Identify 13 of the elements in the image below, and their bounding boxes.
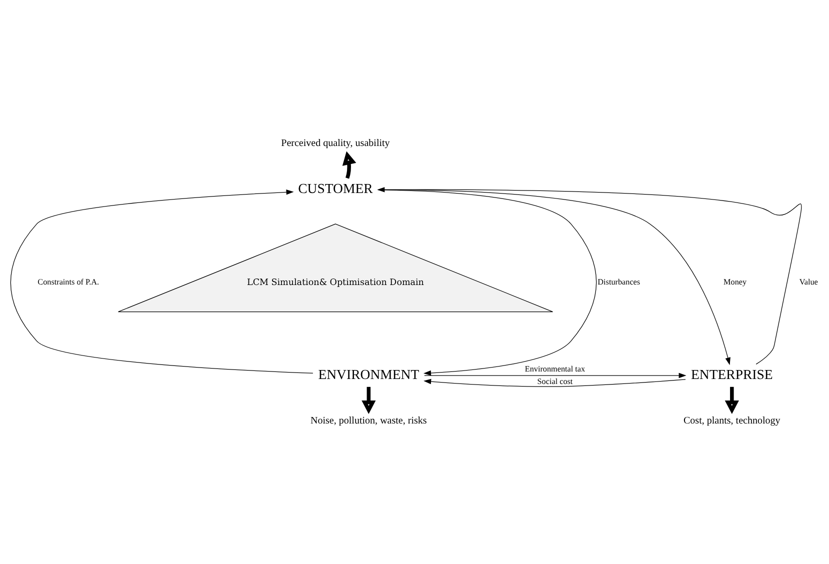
arrow <box>377 186 802 364</box>
node-text: Noise, pollution, waste, risks <box>310 415 427 426</box>
arrow <box>10 189 314 374</box>
arrow <box>342 150 356 178</box>
node-text: Perceived quality, usability <box>281 138 390 149</box>
arrow <box>724 386 739 414</box>
node-text: CUSTOMER <box>298 180 373 196</box>
node-text: Cost, plants, technology <box>684 415 780 426</box>
arrow <box>424 378 686 386</box>
arrow <box>362 386 376 414</box>
arrow <box>424 372 686 378</box>
node-text: ENTERPRISE <box>690 366 773 382</box>
node-text: ENVIRONMENT <box>318 366 420 382</box>
